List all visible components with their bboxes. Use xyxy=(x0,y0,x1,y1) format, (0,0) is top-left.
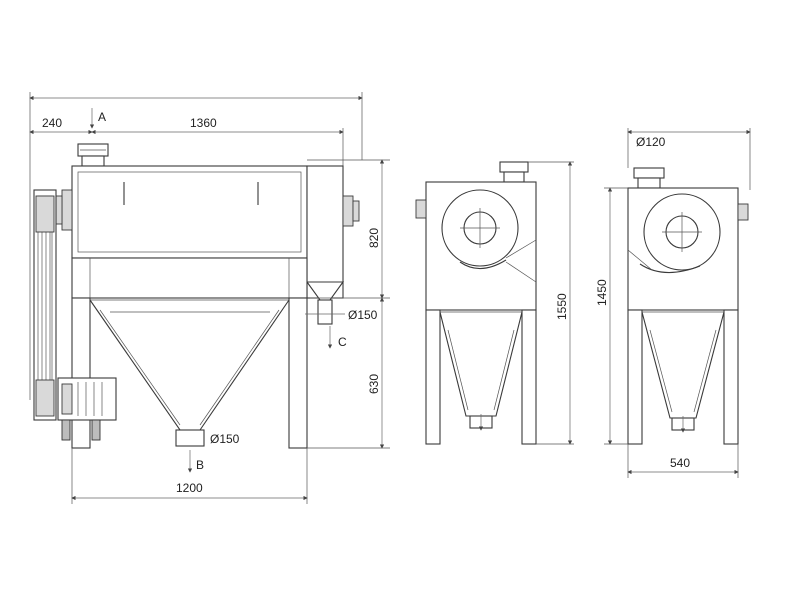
front-view: 240 1360 A xyxy=(29,92,390,504)
side-view: 1550 xyxy=(415,161,574,445)
dim-right-height: 1450 xyxy=(595,279,609,306)
dim-right-inlet-dia: Ø120 xyxy=(636,135,666,149)
dim-body-height: 820 xyxy=(367,228,381,248)
label-inlet-a: A xyxy=(98,110,106,124)
dim-left-offset: 240 xyxy=(42,116,62,130)
label-outlet-b: B xyxy=(196,458,204,472)
label-outlet-c: C xyxy=(338,335,347,349)
dim-base-width: 1200 xyxy=(176,481,203,495)
right-view: Ø120 1450 540 xyxy=(595,128,751,478)
dim-outlet-b-dia: Ø150 xyxy=(210,432,240,446)
dim-outlet-c-dia: Ø150 xyxy=(348,308,378,322)
dim-right-width: 540 xyxy=(670,456,690,470)
dim-side-height: 1550 xyxy=(555,293,569,320)
dim-top-width: 1360 xyxy=(190,116,217,130)
dim-leg-height: 630 xyxy=(367,374,381,394)
